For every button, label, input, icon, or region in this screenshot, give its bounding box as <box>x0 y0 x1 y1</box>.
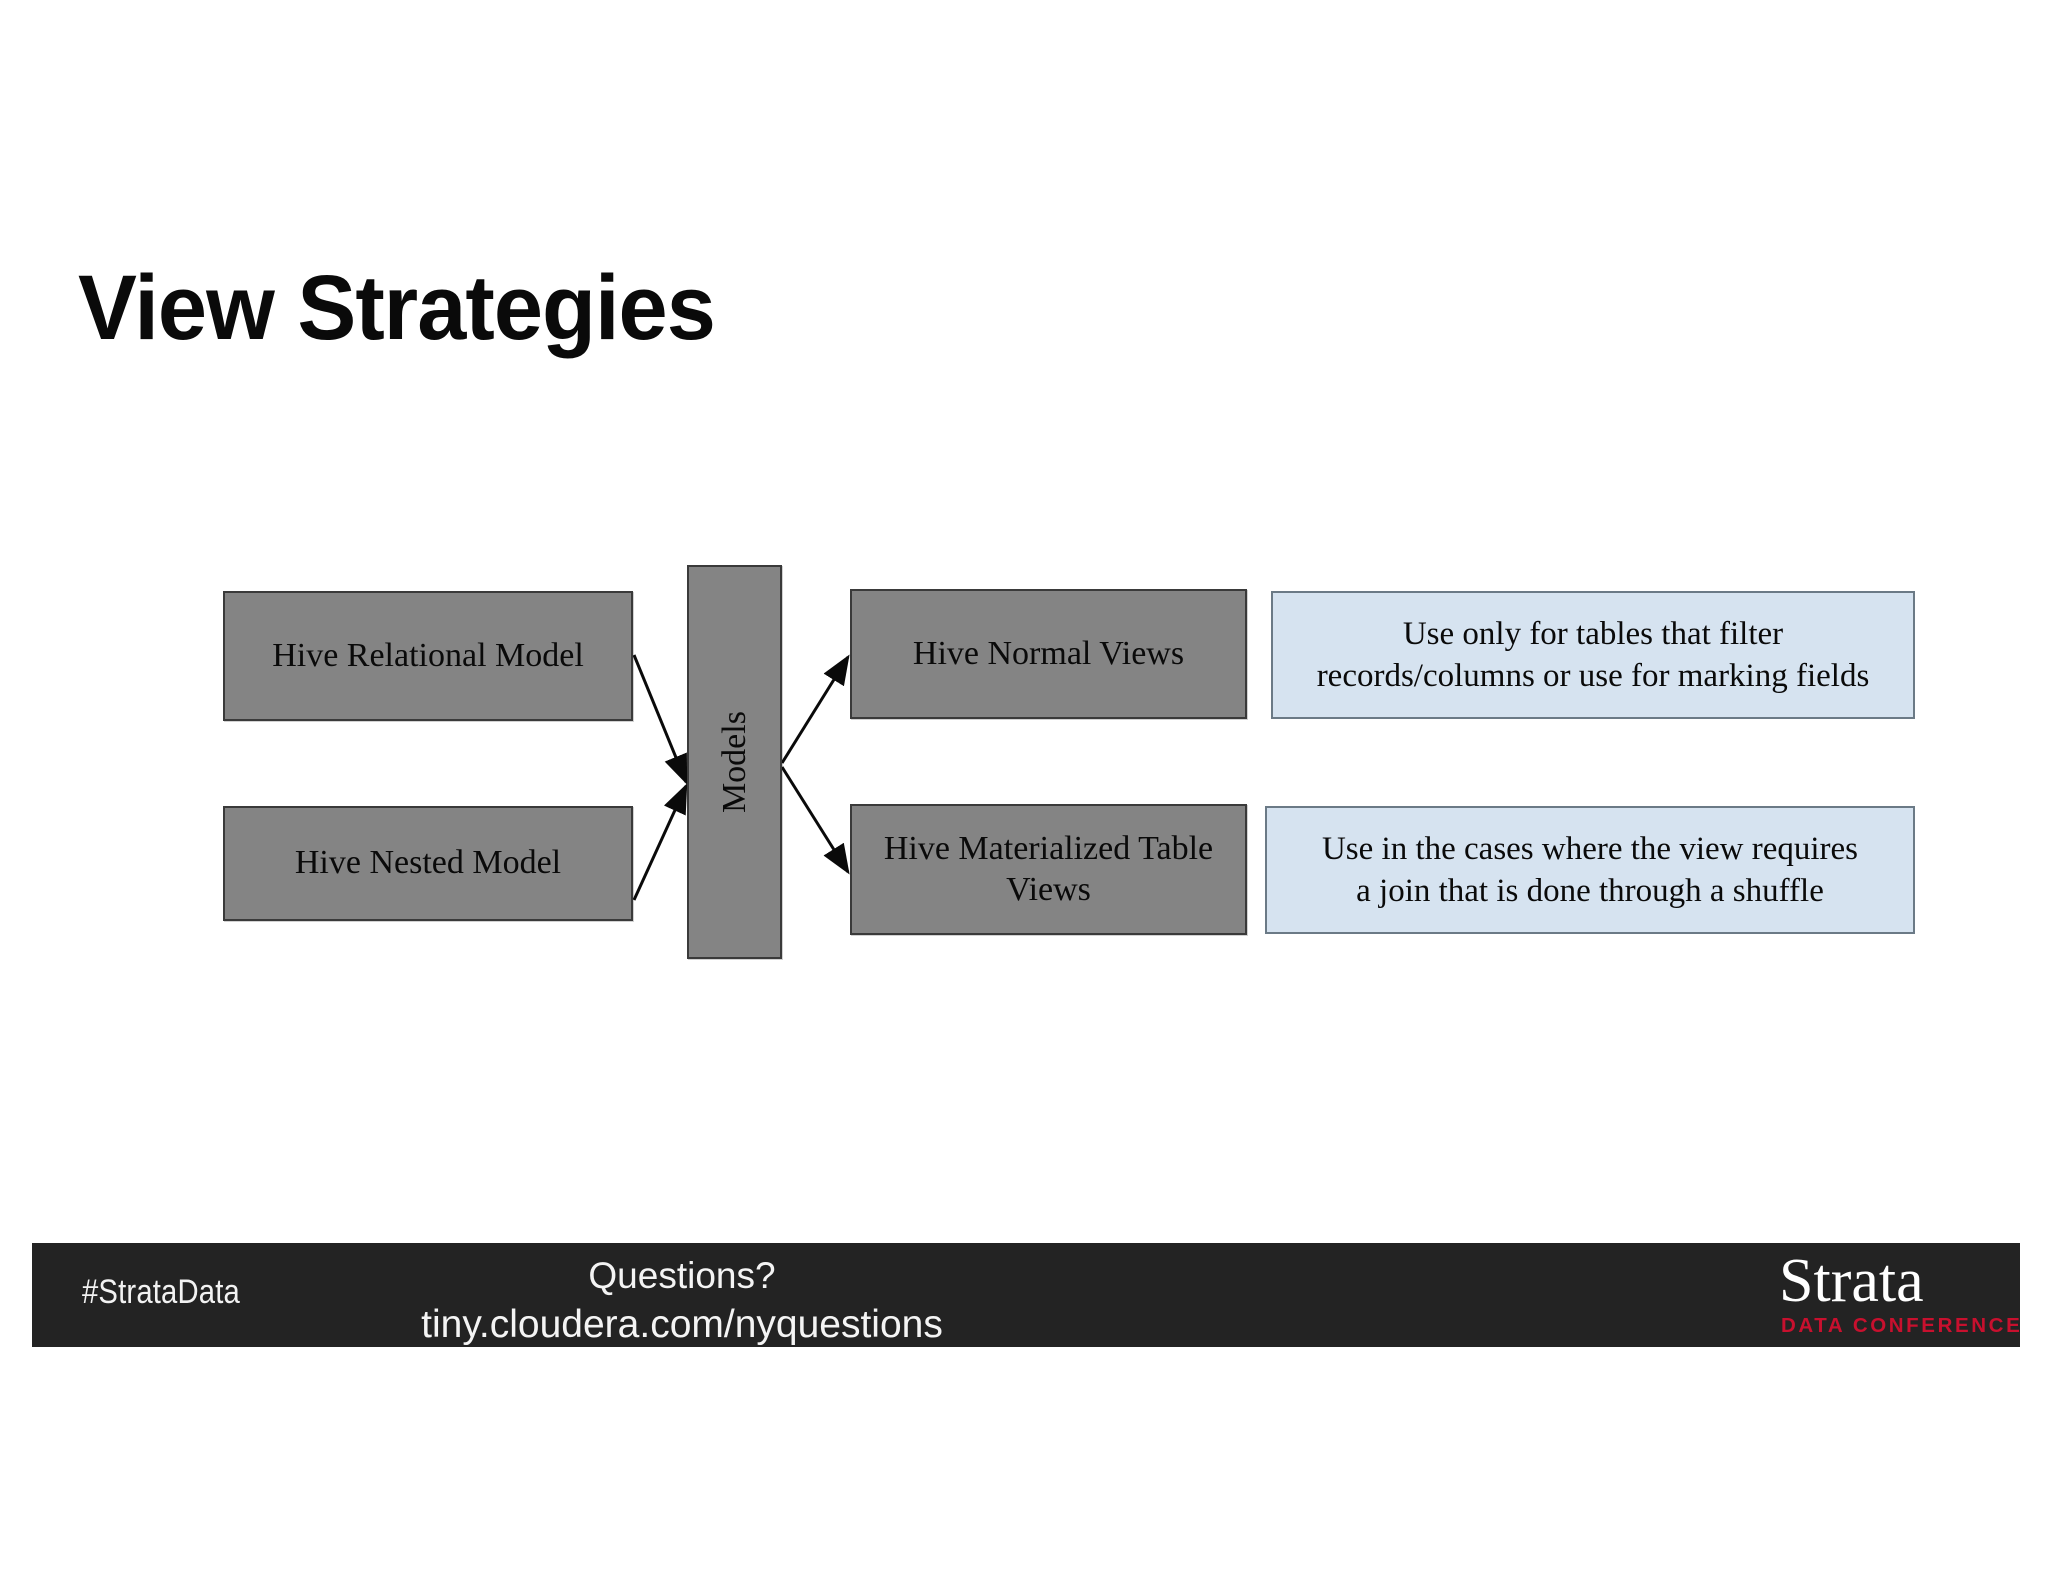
node-hive-normal-views[interactable]: Hive Normal Views <box>850 589 1247 719</box>
node-hive-materialized-table-views[interactable]: Hive Materialized Table Views <box>850 804 1247 935</box>
node-hive-relational-model[interactable]: Hive Relational Model <box>223 591 633 721</box>
node-label: Hive Normal Views <box>912 634 1185 672</box>
note-line-1: Use only for tables that filter <box>1402 615 1784 652</box>
arrow-relational-to-models <box>632 654 688 785</box>
note-normal-views: Use only for tables that filter records/… <box>1271 591 1915 719</box>
note-materialized-views: Use in the cases where the view requires… <box>1265 806 1915 934</box>
note-text: Use in the cases where the view requires… <box>1322 828 1858 912</box>
strata-logo-wordmark: Strata <box>1779 1247 1924 1315</box>
node-label: Hive Materialized Table Views <box>883 830 1214 908</box>
arrow-models-to-materialized <box>780 766 850 875</box>
footer-bar: #StrataData Questions? tiny.cloudera.com… <box>32 1243 2020 1347</box>
node-label: Hive Nested Model <box>294 844 562 882</box>
questions-label: Questions? <box>588 1255 776 1296</box>
note-text: Use only for tables that filter records/… <box>1317 613 1870 697</box>
note-line-2: a join that is done through a shuffle <box>1356 873 1824 909</box>
node-hive-nested-model[interactable]: Hive Nested Model <box>223 806 633 921</box>
arrow-models-to-normal-views <box>780 654 850 764</box>
strata-logo: Strata DATA CONFERENCE <box>1773 1247 2023 1338</box>
note-line-2: records/columns or use for marking field… <box>1316 658 1870 694</box>
footer-hashtag: #StrataData <box>82 1273 240 1311</box>
strata-logo-subtitle: DATA CONFERENCE <box>1781 1313 2023 1337</box>
arrow-nested-to-models <box>632 783 688 901</box>
node-label: Hive Relational Model <box>272 636 584 674</box>
node-models[interactable]: Models <box>687 565 782 959</box>
page-title: View Strategies <box>78 257 716 359</box>
questions-url[interactable]: tiny.cloudera.com/nyquestions <box>421 1302 943 1346</box>
footer-questions: Questions? tiny.cloudera.com/nyquestions <box>32 1253 1332 1349</box>
node-label-rotated: Models <box>715 710 753 813</box>
note-line-1: Use in the cases where the view requires <box>1321 830 1859 867</box>
